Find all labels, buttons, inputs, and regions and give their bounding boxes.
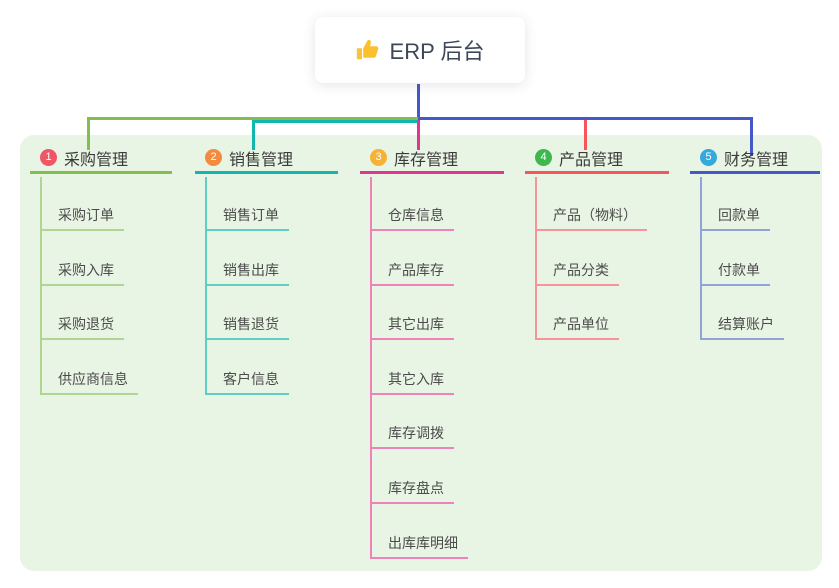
branch-children-line	[700, 177, 702, 340]
branch-label: 采购管理	[64, 151, 129, 169]
branch-header-inventory[interactable]: 3 库存管理	[360, 148, 504, 174]
child-node[interactable]: 其它出库	[370, 314, 454, 340]
child-node[interactable]: 产品单位	[535, 314, 619, 340]
branch-sales: 2 销售管理 销售订单 销售出库 销售退货 客户信息	[195, 148, 338, 395]
child-node[interactable]: 库存盘点	[370, 478, 454, 504]
drop-product	[584, 120, 587, 150]
drop-purchase	[87, 120, 90, 150]
connector-h-finance	[418, 117, 753, 120]
branches-panel	[20, 135, 822, 571]
branch-inventory: 3 库存管理 仓库信息 产品库存 其它出库 其它入库 库存调拨 库存盘点 出库库…	[360, 148, 504, 559]
branch-number-badge: 1	[40, 149, 57, 166]
child-node[interactable]: 产品（物料）	[535, 205, 647, 231]
child-node[interactable]: 仓库信息	[370, 205, 454, 231]
branch-header-product[interactable]: 4 产品管理	[525, 148, 669, 174]
branch-number-badge: 3	[370, 149, 387, 166]
drop-sales	[252, 123, 255, 150]
branch-number-badge: 5	[700, 149, 717, 166]
branch-header-sales[interactable]: 2 销售管理	[195, 148, 338, 174]
root-node[interactable]: ERP 后台	[315, 17, 525, 83]
child-node[interactable]: 客户信息	[205, 369, 289, 395]
child-node[interactable]: 回款单	[700, 205, 770, 231]
branch-header-purchase[interactable]: 1 采购管理	[30, 148, 172, 174]
branch-number-badge: 4	[535, 149, 552, 166]
connector-h-sales	[252, 120, 418, 123]
branch-children-line	[205, 177, 207, 395]
branch-children-line	[535, 177, 537, 340]
branch-header-finance[interactable]: 5 财务管理	[690, 148, 820, 174]
branch-label: 库存管理	[394, 151, 459, 169]
child-node[interactable]: 采购订单	[40, 205, 124, 231]
child-node[interactable]: 采购入库	[40, 260, 124, 286]
branch-purchase: 1 采购管理 采购订单 采购入库 采购退货 供应商信息	[30, 148, 172, 395]
child-node[interactable]: 销售退货	[205, 314, 289, 340]
child-node[interactable]: 结算账户	[700, 314, 784, 340]
thumbs-up-icon	[356, 38, 380, 62]
child-node[interactable]: 出库库明细	[370, 533, 468, 559]
branch-label: 产品管理	[559, 151, 624, 169]
branch-product: 4 产品管理 产品（物料） 产品分类 产品单位	[525, 148, 669, 340]
drop-inventory	[417, 120, 420, 150]
child-node[interactable]: 库存调拨	[370, 423, 454, 449]
child-node[interactable]: 其它入库	[370, 369, 454, 395]
branch-number-badge: 2	[205, 149, 222, 166]
child-node[interactable]: 销售订单	[205, 205, 289, 231]
root-drop-line	[417, 84, 420, 119]
branch-finance: 5 财务管理 回款单 付款单 结算账户	[690, 148, 820, 340]
child-node[interactable]: 产品分类	[535, 260, 619, 286]
drop-finance	[750, 120, 753, 156]
branch-children-line	[370, 177, 372, 559]
branch-label: 财务管理	[724, 151, 789, 169]
child-node[interactable]: 销售出库	[205, 260, 289, 286]
child-node[interactable]: 供应商信息	[40, 369, 138, 395]
branch-label: 销售管理	[229, 151, 294, 169]
child-node[interactable]: 产品库存	[370, 260, 454, 286]
branch-children-line	[40, 177, 42, 395]
child-node[interactable]: 付款单	[700, 260, 770, 286]
connector-h-purchase	[87, 117, 420, 120]
child-node[interactable]: 采购退货	[40, 314, 124, 340]
root-title: ERP 后台	[389, 39, 485, 64]
